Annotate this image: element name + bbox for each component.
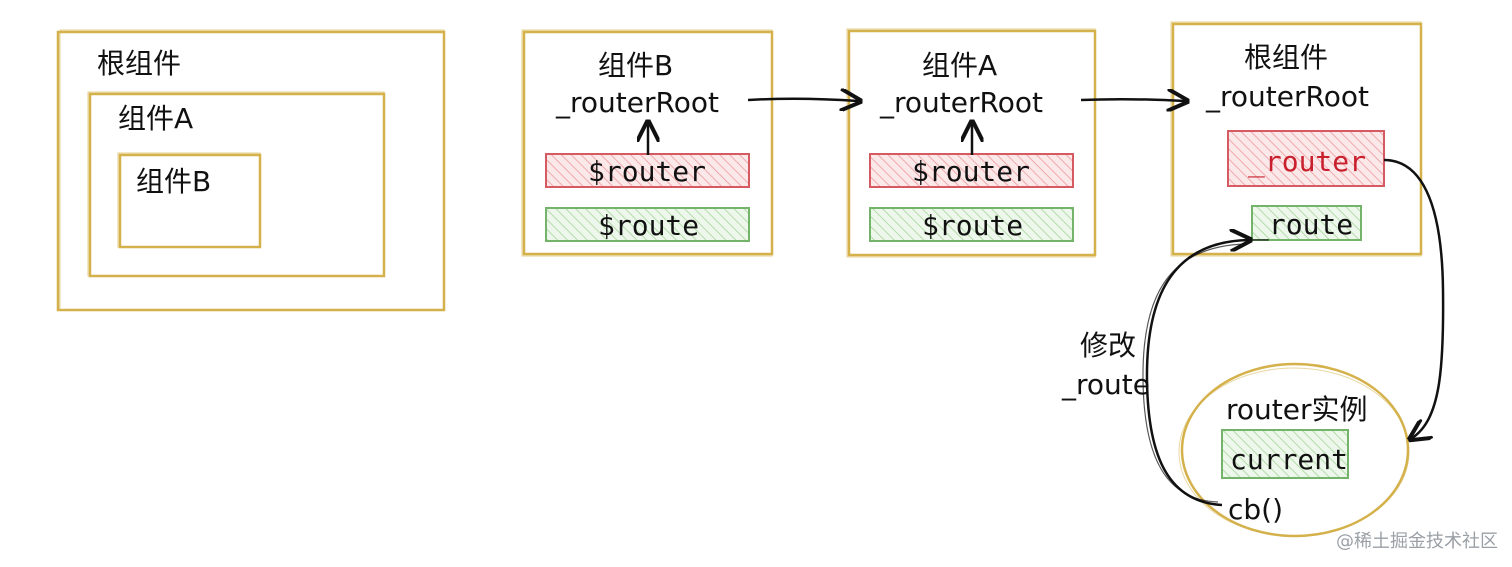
modify-label-line1: 修改 [1080, 329, 1137, 362]
node-a-title: 组件A [922, 49, 998, 82]
router-instance-title: router实例 [1226, 393, 1368, 426]
node-b-route-box [545, 207, 750, 242]
node-a-root-ref: _routerRoot [880, 86, 1043, 119]
node-b-router-label: $router [588, 155, 707, 188]
node-b-title: 组件B [598, 49, 674, 82]
current-box [1221, 429, 1349, 479]
arrow-cb-to-route [1145, 240, 1248, 507]
arrow-a-to-root [1080, 99, 1185, 101]
watermark: @稀土掘金技术社区 [1336, 531, 1498, 552]
node-b-router-box [545, 153, 750, 188]
node-b-root-ref: _routerRoot [556, 86, 719, 119]
node-a-router-box [869, 153, 1074, 188]
nesting-b-label: 组件B [136, 165, 212, 198]
modify-label-line2: _route [1062, 368, 1150, 401]
node-root-title: 根组件 [1244, 41, 1329, 74]
node-root-router-box [1227, 130, 1385, 187]
node-a-route-label: $route [922, 209, 1024, 242]
node-a-route-box [869, 207, 1074, 242]
node-b-route-label: $route [598, 209, 700, 242]
node-root-root-ref: _routerRoot [1206, 80, 1369, 113]
current-label: current [1230, 443, 1349, 476]
node-root-route-box [1251, 205, 1362, 241]
callback-label: cb() [1228, 493, 1284, 526]
nesting-root-label: 根组件 [97, 47, 182, 80]
node-root-route-label: _route [1252, 208, 1354, 241]
arrow-router-to-instance [1383, 158, 1445, 438]
arrow-b-to-a [747, 99, 858, 101]
nesting-a-label: 组件A [118, 102, 194, 135]
node-a-router-label: $router [912, 155, 1031, 188]
node-root-router-label: _router [1248, 145, 1367, 178]
